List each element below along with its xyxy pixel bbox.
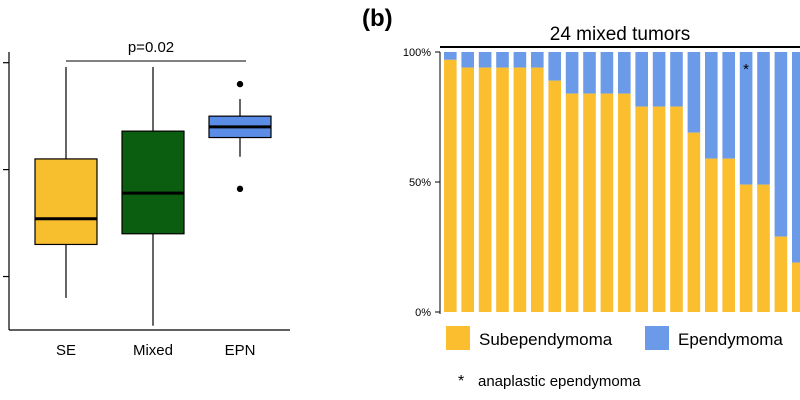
bar-ependymoma: [565, 52, 579, 94]
bar-subependymoma: [687, 132, 701, 312]
stacked-bar-panel: (b) 24 mixed tumors 0% 50% 100% * Subepend…: [362, 5, 800, 390]
bar-subependymoma: [652, 106, 666, 312]
bar-ependymoma: [792, 52, 800, 263]
x-tick-label: EPN: [225, 342, 256, 359]
y-tick-label: 0%: [415, 307, 431, 319]
bar-ependymoma: [583, 52, 596, 94]
bar-subependymoma: [531, 67, 544, 312]
legend-label: Subependymoma: [479, 330, 613, 349]
legend-label: Ependymoma: [678, 330, 783, 349]
bar-ependymoma: [739, 52, 753, 185]
chart-title: 24 mixed tumors: [550, 24, 690, 45]
bar-subependymoma: [496, 67, 509, 312]
bar-ependymoma: [774, 52, 788, 237]
y-tick-label: 100%: [403, 47, 431, 59]
outlier-point: [236, 80, 244, 88]
bar-subependymoma: [670, 106, 683, 312]
footnote-text: anaplastic ependymoma: [478, 373, 641, 390]
bar-ependymoma: [687, 52, 701, 133]
bar-ependymoma: [618, 52, 631, 94]
bar-subependymoma: [792, 262, 800, 312]
bar-subependymoma: [722, 158, 735, 312]
bar-subependymoma: [600, 93, 614, 312]
bar-ependymoma: [705, 52, 718, 159]
panel-label: (b): [362, 5, 393, 32]
bar-ependymoma: [531, 52, 544, 68]
bar-ependymoma: [635, 52, 648, 107]
bars: *: [444, 52, 800, 312]
bar-ependymoma: [548, 52, 561, 81]
bar-ependymoma: [444, 52, 457, 60]
bar-ependymoma: [478, 52, 492, 68]
bar-ependymoma: [496, 52, 509, 68]
bar-subependymoma: [444, 59, 457, 312]
x-tick-label: SE: [56, 342, 76, 359]
bar-subependymoma: [548, 80, 561, 312]
x-tick-labels: SE Mixed EPN: [56, 342, 255, 359]
bar-subependymoma: [774, 236, 788, 312]
bar-ependymoma: [513, 52, 527, 68]
bar-subependymoma: [739, 184, 753, 312]
bar-subependymoma: [618, 93, 631, 312]
bar-subependymoma: [461, 67, 474, 312]
boxplot-panel: p=0.02 SE Mixed EPN: [3, 39, 290, 359]
bar-ependymoma: [757, 52, 770, 185]
y-tick-label: 50%: [409, 177, 431, 189]
outlier-point: [236, 185, 244, 193]
bar-ependymoma: [652, 52, 666, 107]
y-ticks: [3, 62, 9, 278]
bar-ependymoma: [670, 52, 683, 107]
bar-subependymoma: [565, 93, 579, 312]
box: [34, 158, 98, 246]
bar-subependymoma: [635, 106, 648, 312]
bar-subependymoma: [513, 67, 527, 312]
x-tick-label: Mixed: [133, 342, 173, 359]
anaplastic-marker: *: [743, 61, 749, 78]
bar-subependymoma: [757, 184, 770, 312]
legend: Subependymoma Ependymoma: [446, 326, 783, 350]
footnote-symbol: *: [458, 373, 464, 390]
y-ticks: 0% 50% 100%: [403, 47, 440, 319]
bar-ependymoma: [461, 52, 474, 68]
box: [121, 130, 185, 235]
bar-ependymoma: [600, 52, 614, 94]
legend-swatch: [446, 326, 470, 350]
legend-swatch: [645, 326, 669, 350]
p-value-annotation: p=0.02: [128, 39, 174, 56]
bar-subependymoma: [705, 158, 718, 312]
boxes: [34, 66, 272, 326]
bar-ependymoma: [722, 52, 735, 159]
bar-subependymoma: [583, 93, 596, 312]
bar-subependymoma: [478, 67, 492, 312]
